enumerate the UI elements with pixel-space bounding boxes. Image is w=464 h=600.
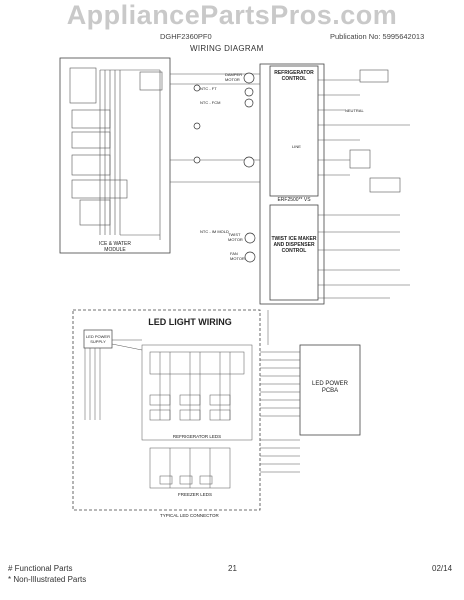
svg-text:NTC - FCM: NTC - FCM (200, 100, 220, 105)
svg-text:MOTOR: MOTOR (230, 256, 245, 261)
refrigerator-leds-label: REFRIGERATOR LEDS (173, 434, 221, 439)
twist-ice-maker-box (269, 204, 319, 301)
line-label: LINE (292, 144, 301, 149)
model-number: DGHF2360PF0 (160, 32, 212, 41)
page-title: WIRING DIAGRAM (190, 44, 264, 53)
damper-motor-symbol (243, 72, 255, 84)
refrigerator-control-box (269, 65, 319, 197)
page-number: 21 (228, 564, 237, 573)
led-light-wiring-title: LED LIGHT WIRING (148, 317, 232, 327)
twist-motor-label: TWIST (228, 232, 241, 237)
twist-motor-symbol (244, 232, 256, 244)
led-power-pcba-box (299, 344, 361, 436)
damper-motor-label: DAMPER (225, 72, 242, 77)
publication-number: Publication No: 5995642013 (330, 32, 425, 41)
freezer-leds-label: FREEZER LEDS (178, 492, 212, 497)
watermark-logo: AppliancePartsPros.com (66, 0, 398, 30)
refrigerator-control-frame (259, 63, 325, 305)
neutral-label: NEUTRAL (345, 108, 364, 113)
svg-text:MOTOR: MOTOR (225, 77, 240, 82)
led-light-wiring-frame (72, 309, 261, 511)
non-illustrated-note: * Non-Illustrated Parts (8, 575, 87, 584)
svg-text:NTC - IM MOLD: NTC - IM MOLD (200, 229, 229, 234)
fan-motor-symbol (244, 251, 256, 263)
functional-parts-note: # Functional Parts (8, 564, 73, 573)
ice-water-module-frame (59, 57, 171, 254)
svg-text:NTC - FT: NTC - FT (200, 86, 217, 91)
erf-label: ERF2500** VS (277, 197, 311, 203)
led-power-supply-box (83, 329, 113, 349)
footer-date: 02/14 (432, 564, 453, 573)
typical-led-connector-label: TYPICAL LED CONNECTOR (160, 513, 220, 518)
fan-motor-label: FAN (230, 251, 238, 256)
svg-text:MOTOR: MOTOR (228, 237, 243, 242)
